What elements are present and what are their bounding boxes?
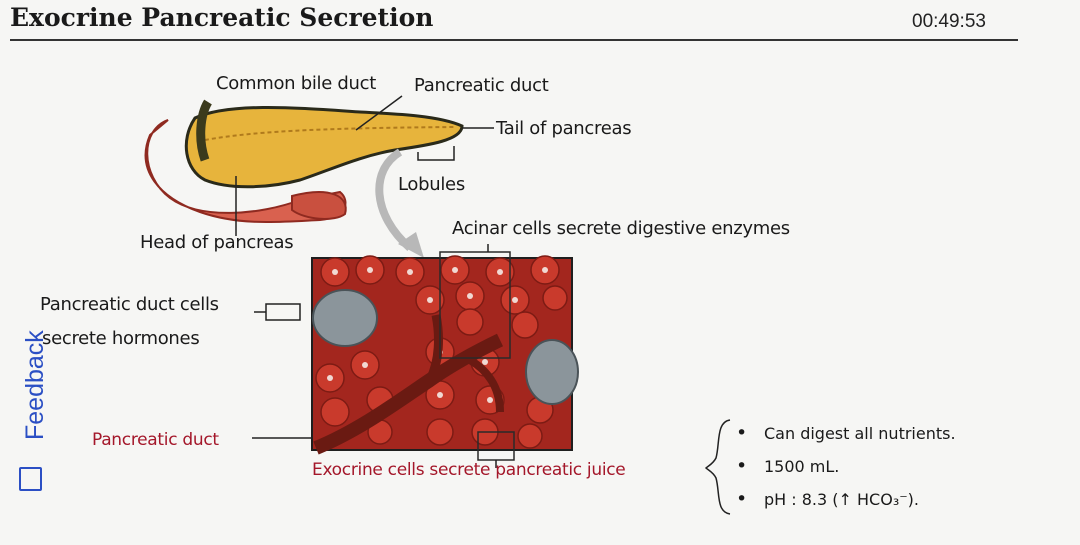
timer: 00:49:53 xyxy=(912,11,986,32)
label-duct-cells: Pancreatic duct cells xyxy=(40,294,219,315)
islet-left xyxy=(312,289,378,347)
label-secrete-hormones: secrete hormones xyxy=(42,328,200,349)
facts-list: Can digest all nutrients. 1500 mL. pH : … xyxy=(736,422,956,523)
pancreas-body xyxy=(184,99,464,189)
label-pancreatic-duct-bottom: Pancreatic duct xyxy=(92,430,219,450)
acinar-tissue-panel xyxy=(311,251,579,461)
leader-pancreatic-duct xyxy=(355,95,403,131)
label-exocrine-cells: Exocrine cells secrete pancreatic juice xyxy=(312,460,626,480)
feedback-icon[interactable] xyxy=(19,467,42,491)
label-lobules: Lobules xyxy=(398,174,465,195)
fact-item: Can digest all nutrients. xyxy=(736,422,956,457)
fact-item: 1500 mL. xyxy=(736,455,956,490)
duodenum xyxy=(144,119,347,224)
label-pancreatic-duct-top: Pancreatic duct xyxy=(414,75,549,96)
zoom-arrow xyxy=(375,148,413,252)
page-title: Exocrine Pancreatic Secretion xyxy=(10,3,434,32)
leader-duct-cells xyxy=(254,303,301,321)
islet-right xyxy=(525,339,579,405)
label-acinar-cells: Acinar cells secrete digestive enzymes xyxy=(452,218,790,239)
label-tail-of-pancreas: Tail of pancreas xyxy=(496,118,632,139)
label-common-bile-duct: Common bile duct xyxy=(216,73,377,94)
facts-brace xyxy=(704,419,731,515)
fact-item: pH : 8.3 (↑ HCO₃⁻). xyxy=(736,488,956,523)
leader-lobules xyxy=(417,146,455,161)
header-divider xyxy=(10,39,1018,41)
label-head-of-pancreas: Head of pancreas xyxy=(140,232,294,253)
feedback-tab[interactable]: Feedback xyxy=(21,330,49,440)
